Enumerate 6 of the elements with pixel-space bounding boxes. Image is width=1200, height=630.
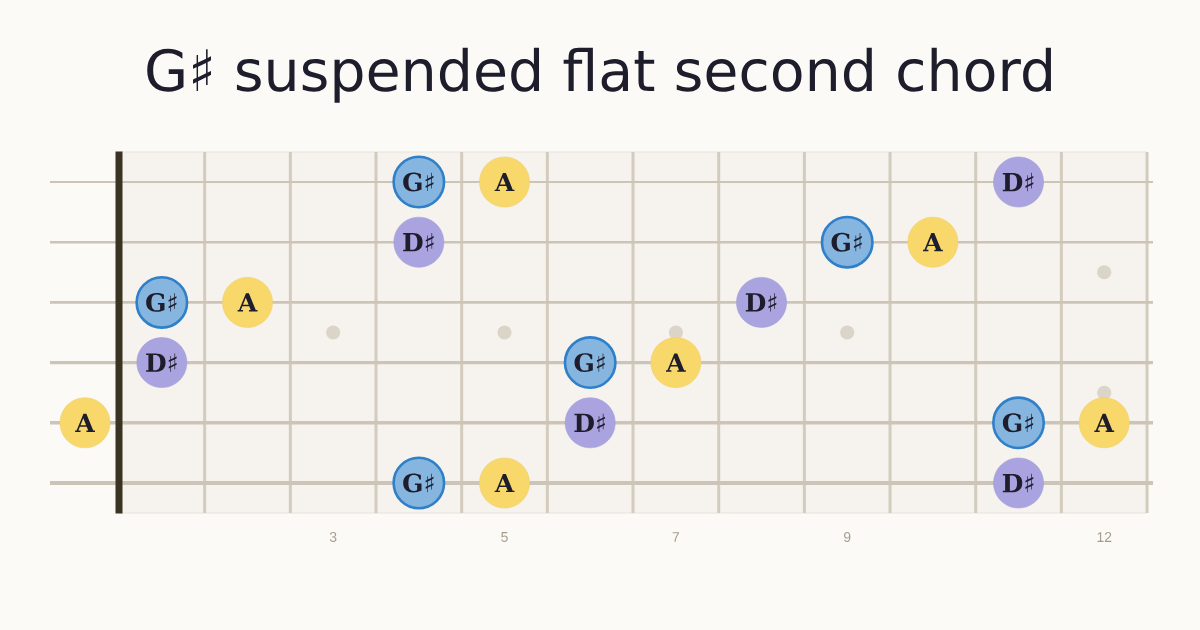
fret-number: 3 — [329, 532, 337, 542]
fret-number: 7 — [672, 532, 680, 542]
fret-number: 9 — [843, 532, 851, 542]
fret-number: 12 — [1097, 532, 1112, 542]
fret-number: 5 — [501, 532, 508, 542]
title: G♯ suspended flat second chord — [147, 47, 1051, 103]
